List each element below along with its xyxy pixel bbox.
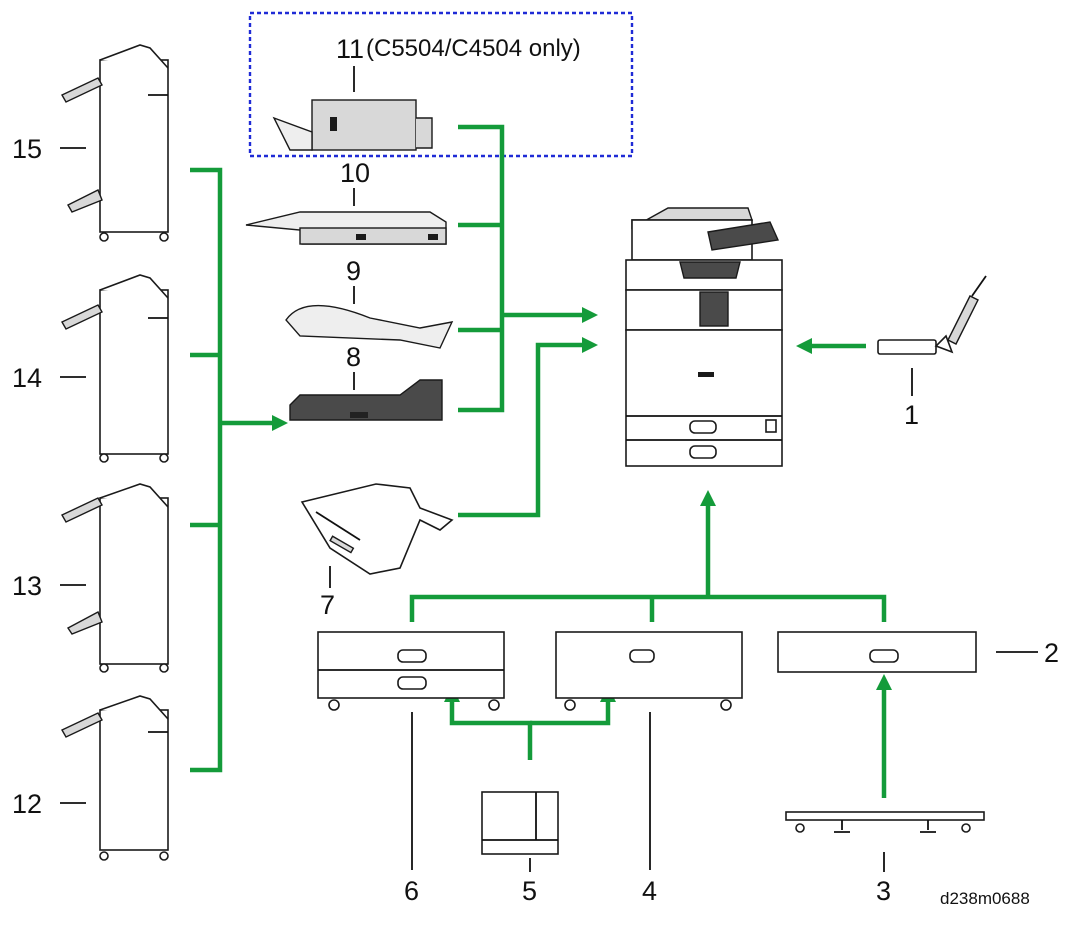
main-copier (626, 208, 782, 466)
tray-unit-6 (318, 632, 504, 710)
callout-15: 15 (12, 134, 42, 164)
callout-13: 13 (12, 571, 42, 601)
callout-labels: 15 14 13 12 11 (C5504/C4504 only) 10 9 8… (12, 34, 1059, 908)
attachment-1 (878, 276, 986, 354)
callout-1: 1 (904, 400, 919, 430)
finisher-15 (62, 45, 168, 241)
finisher-12 (62, 696, 168, 860)
callout-9: 9 (346, 256, 361, 286)
single-tray-unit-2 (778, 632, 976, 672)
output-tray-7 (302, 484, 452, 574)
callout-12: 12 (12, 789, 42, 819)
callout-5: 5 (522, 876, 537, 906)
caster-table-3 (786, 812, 984, 832)
callout-10: 10 (340, 158, 370, 188)
callout-14: 14 (12, 363, 42, 393)
leader-lines (60, 66, 1038, 872)
tray-unit-8 (290, 380, 442, 420)
finisher-13 (62, 484, 168, 672)
callout-2: 2 (1044, 638, 1059, 668)
finisher-14 (62, 275, 168, 462)
callout-8: 8 (346, 342, 361, 372)
figure-code: d238m0688 (940, 889, 1030, 908)
internal-finisher-11 (274, 100, 432, 150)
callout-3: 3 (876, 876, 891, 906)
callout-4: 4 (642, 876, 657, 906)
large-capacity-tray-4 (556, 632, 742, 710)
bridge-unit-10 (246, 212, 446, 244)
callout-11: 11 (336, 34, 364, 64)
side-lct-5 (482, 792, 558, 854)
callout-6: 6 (404, 876, 419, 906)
callout-11-note: (C5504/C4504 only) (366, 35, 581, 62)
output-tray-9 (286, 306, 452, 349)
callout-7: 7 (320, 590, 335, 620)
